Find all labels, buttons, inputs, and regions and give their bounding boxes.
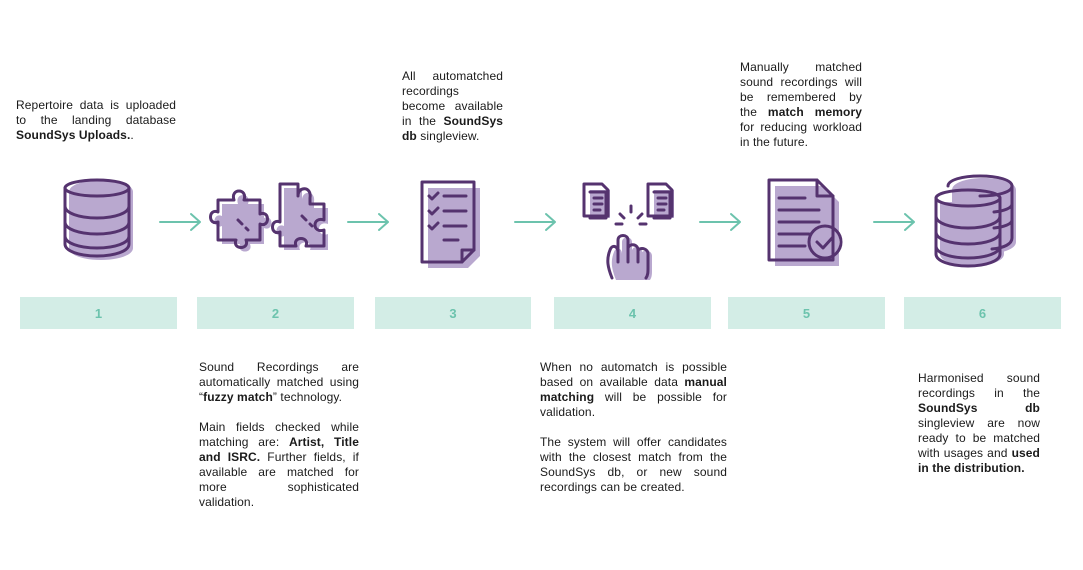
- description-paragraph: Harmonised sound recordings in the Sound…: [918, 371, 1040, 476]
- step-3-description: All automatched recordings become availa…: [402, 69, 503, 144]
- description-emphasis: match memory: [767, 105, 862, 119]
- step-number-badge-6: 6: [904, 297, 1061, 329]
- arrow-right-icon: [158, 210, 204, 234]
- step-4-description: When no automatch is possible based on a…: [540, 360, 727, 495]
- description-paragraph: Main fields checked while matching are: …: [199, 420, 359, 510]
- puzzle-pieces-icon: [209, 180, 336, 262]
- description-text: All automatched recordings become availa…: [402, 69, 503, 128]
- description-text: Repertoire data is uploaded to the landi…: [16, 98, 176, 127]
- step-5-description: Manually matched sound recordings will b…: [740, 60, 862, 150]
- description-text: Further fields, if available are matched…: [199, 450, 359, 509]
- description-emphasis: manual matching: [540, 375, 727, 404]
- description-paragraph: Repertoire data is uploaded to the landi…: [16, 98, 176, 143]
- description-emphasis: SoundSys db: [918, 401, 1040, 415]
- description-text: The system will offer candidates with th…: [540, 435, 727, 494]
- step-number-badge-3: 3: [375, 297, 531, 329]
- description-emphasis: SoundSys Uploads.: [16, 128, 131, 142]
- description-paragraph: The system will offer candidates with th…: [540, 435, 727, 495]
- step-6-description: Harmonised sound recordings in the Sound…: [918, 371, 1040, 476]
- step-number-badge-2: 2: [197, 297, 354, 329]
- description-emphasis: SoundSys db: [402, 114, 503, 143]
- description-text: When no automatch is possible based on a…: [540, 360, 727, 389]
- step-number-badge-4: 4: [554, 297, 711, 329]
- description-text: for reducing workload in the future.: [740, 120, 862, 149]
- step-number-badge-5: 5: [728, 297, 885, 329]
- description-paragraph: When no automatch is possible based on a…: [540, 360, 727, 420]
- description-text: singleview are now ready to be matched w…: [918, 416, 1040, 460]
- checklist-document-icon: [418, 180, 488, 270]
- double-database-icon: [932, 174, 1022, 268]
- description-paragraph: All automatched recordings become availa…: [402, 69, 503, 144]
- description-text: will be possible for validation.: [540, 390, 727, 419]
- arrow-right-icon: [872, 210, 918, 234]
- approved-document-icon: [765, 178, 853, 270]
- description-text: Harmonised sound recordings in the: [918, 371, 1040, 400]
- arrow-right-icon: [346, 210, 392, 234]
- database-icon: [58, 178, 142, 268]
- description-text: .: [130, 128, 134, 142]
- step-1-description: Repertoire data is uploaded to the landi…: [16, 98, 176, 143]
- description-paragraph: Sound Recordings are automatically match…: [199, 360, 359, 405]
- description-text: Main fields checked while matching are:: [199, 420, 359, 449]
- hand-selecting-documents-icon: [580, 178, 682, 282]
- description-emphasis: used in the distribution.: [918, 446, 1040, 475]
- step-2-description: Sound Recordings are automatically match…: [199, 360, 359, 510]
- description-text: singleview.: [416, 129, 480, 143]
- description-text: Sound Recordings are automatically match…: [199, 360, 359, 404]
- description-paragraph: Manually matched sound recordings will b…: [740, 60, 862, 150]
- arrow-right-icon: [513, 210, 559, 234]
- description-text: ” technology.: [272, 390, 343, 404]
- step-number-badge-1: 1: [20, 297, 177, 329]
- arrow-right-icon: [698, 210, 744, 234]
- description-emphasis: Artist, Title and ISRC.: [199, 435, 359, 464]
- description-text: Manually matched sound recordings will b…: [740, 60, 862, 119]
- description-emphasis: fuzzy match: [203, 390, 273, 404]
